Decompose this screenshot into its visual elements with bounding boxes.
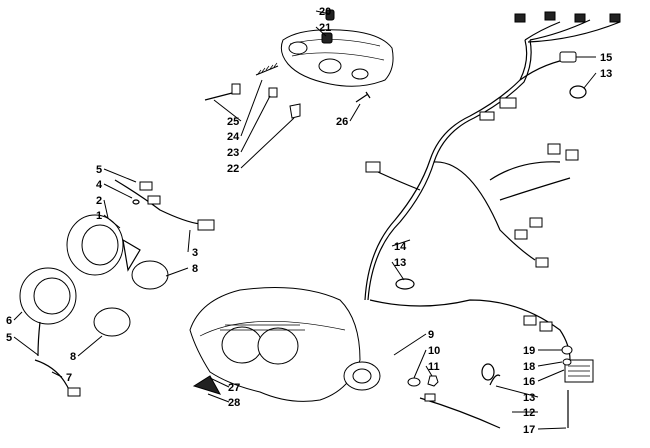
callout-11: 11 <box>428 361 440 373</box>
callout-1: 1 <box>96 210 102 222</box>
callout-13-top: 13 <box>600 68 612 80</box>
callout-25: 25 <box>227 116 239 128</box>
callout-5-bottom: 5 <box>6 332 12 344</box>
callout-26: 26 <box>336 116 348 128</box>
gauge-harness <box>114 179 215 231</box>
ignition-switch <box>343 361 501 429</box>
callout-20: 20 <box>319 6 331 18</box>
headlight-assembly <box>280 9 394 87</box>
dash-panel <box>189 287 361 402</box>
callout-9: 9 <box>428 329 434 341</box>
callout-7: 7 <box>66 372 72 384</box>
callout-3: 3 <box>192 247 198 259</box>
callout-5-top: 5 <box>96 164 102 176</box>
callout-15: 15 <box>600 52 612 64</box>
callout-17: 17 <box>523 424 535 436</box>
callout-8-top: 8 <box>192 263 198 275</box>
callout-16: 16 <box>523 376 535 388</box>
headlight-hardware <box>204 62 371 119</box>
callout-13-mid: 13 <box>394 257 406 269</box>
tachometer-gauge <box>66 214 169 290</box>
callout-21: 21 <box>319 22 331 34</box>
callout-6: 6 <box>6 315 12 327</box>
callout-23: 23 <box>227 147 239 159</box>
main-wiring-harness <box>364 11 621 361</box>
callout-10: 10 <box>428 345 440 357</box>
callout-22: 22 <box>227 163 239 175</box>
leader-lines <box>13 10 597 430</box>
callout-14: 14 <box>394 241 407 253</box>
callout-28: 28 <box>228 397 240 409</box>
callout-labels: 20 21 15 13 25 24 23 22 26 5 4 2 1 3 8 1… <box>6 6 612 436</box>
callout-8-bottom: 8 <box>70 351 76 363</box>
callout-4: 4 <box>96 179 103 191</box>
callout-2: 2 <box>96 195 102 207</box>
speedometer-gauge <box>19 267 131 397</box>
callout-19: 19 <box>523 345 535 357</box>
callout-24: 24 <box>227 131 240 143</box>
callout-12: 12 <box>523 407 535 419</box>
callout-13-bottom: 13 <box>523 392 535 404</box>
voltage-regulator <box>561 345 594 428</box>
callout-18: 18 <box>523 361 535 373</box>
callout-27: 27 <box>228 382 240 394</box>
